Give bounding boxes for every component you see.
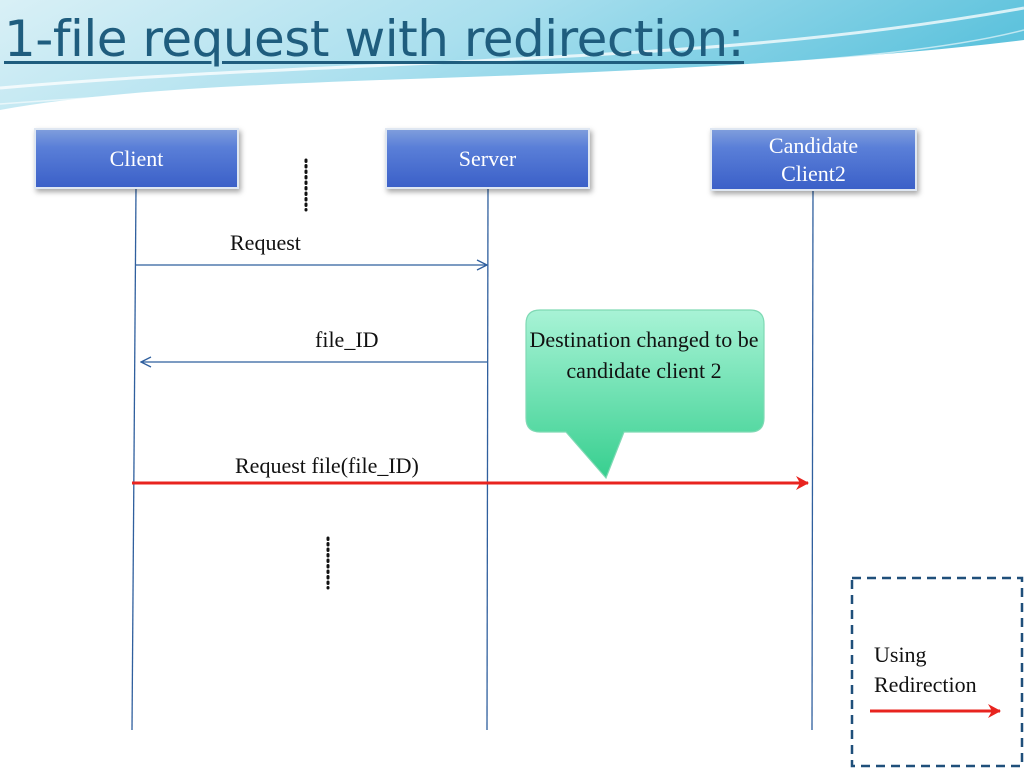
header-wave-line	[0, 29, 1024, 105]
request-file-label: Request file(file_ID)	[235, 453, 419, 478]
header-wave-highlight	[0, 6, 1024, 90]
request-label: Request	[230, 230, 301, 255]
callout-text: Destination changed to be candidate clie…	[529, 327, 759, 383]
server-label: Server	[458, 145, 517, 171]
legend-box	[850, 576, 1024, 768]
candidate-client-label: Candidate Client2	[768, 133, 859, 186]
server-box: Server	[385, 128, 590, 189]
destination-callout	[525, 309, 765, 480]
candidate-client-box: Candidate Client2	[710, 128, 917, 191]
client-box: Client	[34, 128, 239, 189]
legend-label: Using Redirection	[874, 642, 977, 697]
header-wave	[0, 0, 1024, 110]
server-lifeline	[486, 187, 489, 731]
file-id-label: file_ID	[315, 327, 379, 352]
client-lifeline	[131, 187, 137, 731]
client-label: Client	[109, 145, 164, 171]
candidate-lifeline	[811, 189, 814, 731]
slide-title: 1-file request with redirection:	[4, 10, 745, 68]
